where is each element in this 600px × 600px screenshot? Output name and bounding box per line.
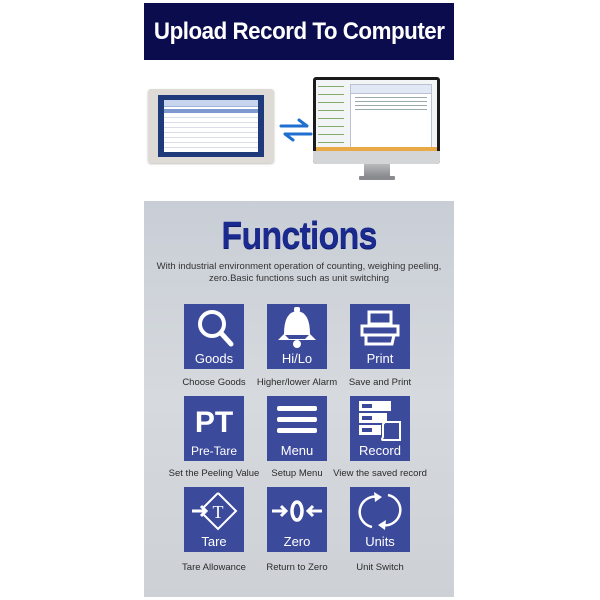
- header-banner: Upload Record To Computer: [144, 3, 454, 60]
- goods-tile[interactable]: Goods: [184, 304, 244, 369]
- header-title: Upload Record To Computer: [153, 17, 445, 45]
- caption: Return to Zero: [266, 562, 328, 573]
- functions-panel: Functions With industrial environment op…: [144, 201, 454, 597]
- caption: View the saved record: [333, 468, 427, 479]
- functions-description: With industrial environment operation of…: [156, 261, 442, 284]
- sync-arrows-icon: [279, 118, 313, 142]
- caption: Setup Menu: [271, 468, 323, 479]
- tile-label: Pre-Tare: [190, 444, 237, 458]
- tile-label: Tare: [201, 534, 227, 549]
- caption: Save and Print: [348, 377, 412, 388]
- tare-tile[interactable]: T Tare: [184, 487, 244, 552]
- functions-title: Functions: [221, 215, 377, 257]
- desktop-icons: [318, 82, 344, 148]
- record-tile[interactable]: Record: [350, 396, 410, 461]
- caption: Higher/lower Alarm: [256, 377, 338, 388]
- pc-record-window: [350, 84, 432, 148]
- menu-tile[interactable]: Menu: [267, 396, 327, 461]
- tile-label: Menu: [280, 443, 314, 458]
- caption: Tare Allowance: [182, 562, 246, 573]
- pt-icon: PT: [195, 406, 233, 439]
- pre-tare-tile[interactable]: PT Pre-Tare: [184, 396, 244, 461]
- record-list-icon: [359, 401, 401, 441]
- zero-tile[interactable]: Zero: [267, 487, 327, 552]
- tile-label: Record: [359, 443, 401, 458]
- magnifier-icon: [198, 310, 234, 347]
- svg-text:PT: PT: [195, 406, 233, 439]
- zero-arrows-icon: [272, 500, 322, 522]
- caption: Choose Goods: [182, 377, 246, 388]
- bell-icon: [278, 307, 316, 348]
- units-tile[interactable]: Units: [350, 487, 410, 552]
- tile-label: Hi/Lo: [281, 351, 313, 366]
- taskbar: [316, 147, 437, 151]
- tablet-record-table: [164, 100, 258, 152]
- print-tile[interactable]: Print: [350, 304, 410, 369]
- desktop-monitor-image: [313, 77, 440, 182]
- caption: Set the Peeling Value: [168, 468, 260, 479]
- hamburger-menu-icon: [277, 406, 317, 433]
- monitor-screen: [316, 80, 437, 151]
- hi-lo-tile[interactable]: Hi/Lo: [267, 304, 327, 369]
- tare-diamond-icon: T: [192, 492, 238, 531]
- svg-text:T: T: [213, 502, 224, 522]
- tile-label: Goods: [194, 351, 234, 366]
- tile-label: Zero: [283, 534, 311, 549]
- cycle-arrows-icon: [358, 492, 402, 530]
- printer-icon: [360, 310, 400, 346]
- tablet-device-image: [148, 89, 274, 163]
- tablet-screen: [158, 95, 264, 157]
- tile-label: Units: [365, 534, 395, 549]
- caption: Unit Switch: [356, 562, 404, 573]
- tile-label: Print: [366, 351, 394, 366]
